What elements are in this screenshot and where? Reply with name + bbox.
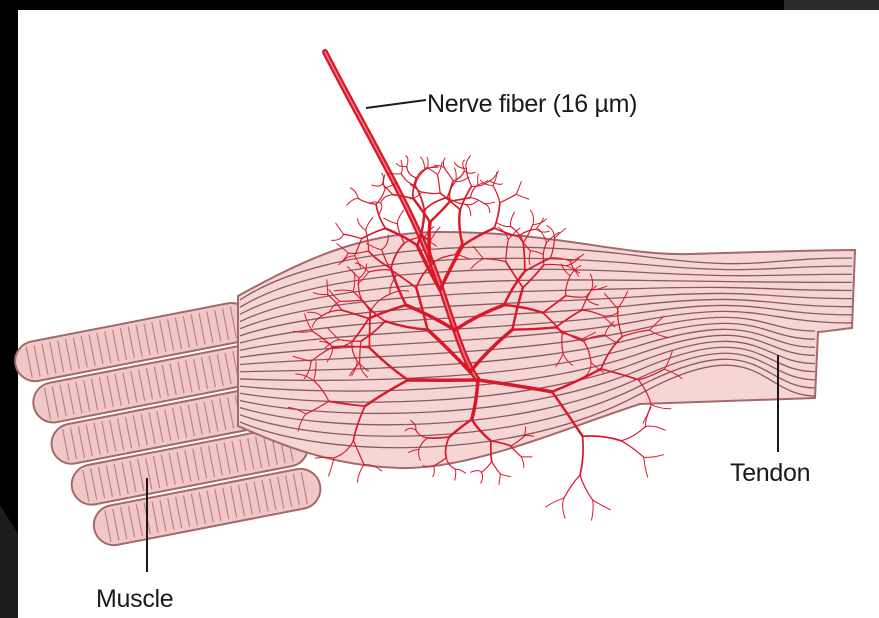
muscle-label: Muscle [96, 585, 173, 614]
top-right-decoration [784, 0, 879, 10]
nerve-fiber-label: Nerve fiber (16 µm) [427, 90, 637, 119]
tendon-label: Tendon [730, 459, 810, 488]
